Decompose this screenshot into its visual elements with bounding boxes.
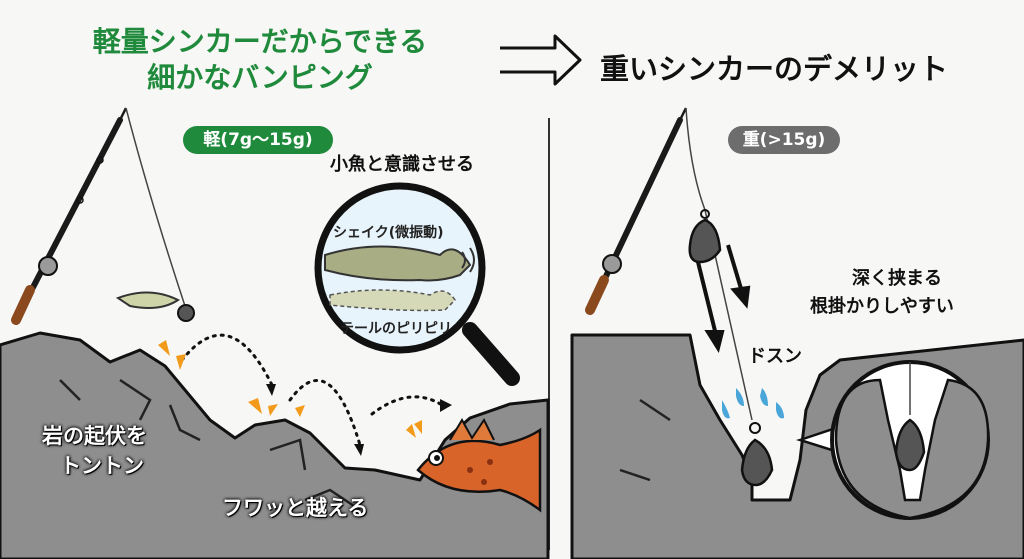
rock-label-line1: 岩の起伏を [42,424,147,448]
snag-note-line1: 深く挟まる [852,268,942,289]
fishing-line-left [125,107,186,307]
right-title: 重いシンカーのデメリット [600,52,949,86]
left-title-line1: 軽量シンカーだからできる [92,25,428,58]
rock-cracks-left [59,378,361,512]
rock-label-line2: トントン [60,454,144,478]
zoom-detail-circle [795,360,990,520]
soft-lure-left [115,291,195,322]
hop-label: フワッと越える [222,496,369,520]
bump-arrowheads [266,384,452,456]
water-splash-icon [722,388,784,419]
magnifier-icon [314,182,520,386]
fishing-rod-left [11,107,128,325]
left-title-line2: 細かなバンピング [147,61,373,94]
fishing-rod-right [585,107,688,315]
bump-path-arrows [180,333,444,447]
baitfish-callout: 小魚と意識させる [330,154,474,175]
heavy-sinker-badge: 重(>15g) [728,126,840,154]
fishing-line-right [685,107,753,421]
impact-label: ドスン [748,346,802,367]
lens-label-shake: シェイク(微振動) [333,225,444,241]
falling-arrows [696,244,751,354]
rockfish-icon [416,418,542,513]
contact-spark-marks [158,340,422,438]
transition-arrow-icon [500,34,582,86]
rocky-bottom-left [0,331,550,559]
heavy-sinker-falling [688,218,722,264]
lens-label-tail: テールのピリピリ [340,321,452,337]
sinker-stuck [740,438,774,487]
light-sinker-badge: 軽(7g〜15g) [183,126,333,154]
snag-note-line2: 根掛かりしやすい [810,296,954,317]
